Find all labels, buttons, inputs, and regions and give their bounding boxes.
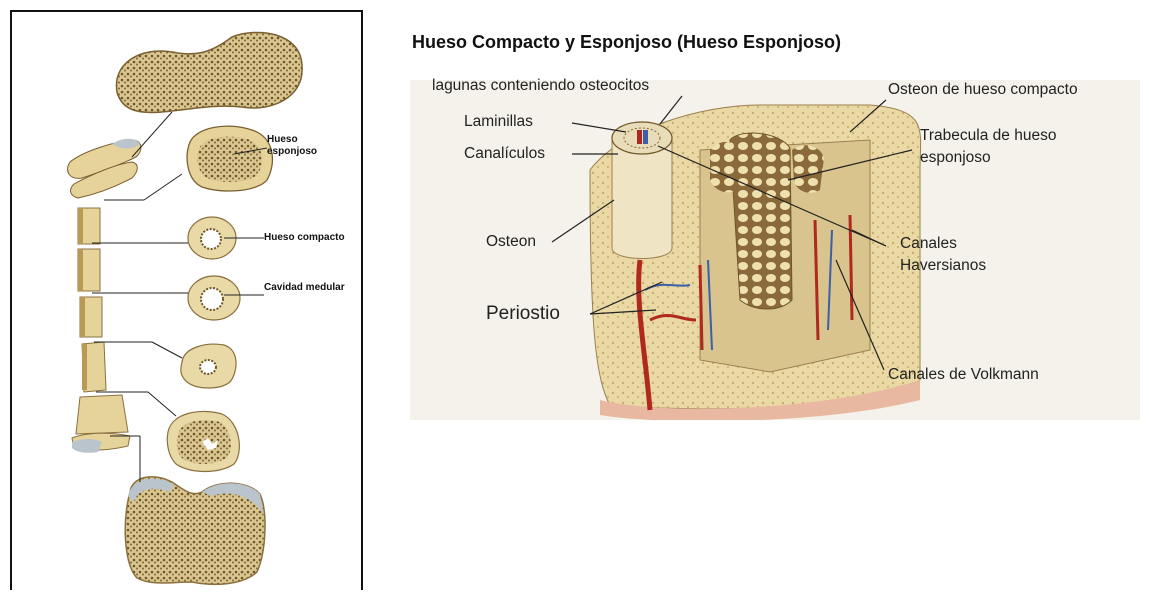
label-hueso-esponjoso-line2: esponjoso: [267, 146, 317, 158]
label-cavidad-medular: Cavidad medular: [264, 282, 345, 294]
label-canales-haversianos-line1: Canales: [900, 234, 957, 253]
label-trabecula-line2: esponjoso: [920, 148, 991, 167]
label-lagunas: lagunas conteniendo osteocitos: [432, 76, 649, 95]
label-hueso-esponjoso-line1: Hueso: [267, 134, 298, 146]
shaft-cross-section-3: [181, 344, 236, 388]
bone-structure-panel: Hueso Compacto y Esponjoso (Hueso Esponj…: [400, 20, 1149, 420]
label-canales-volkmann: Canales de Volkmann: [888, 365, 1039, 384]
femur-sections-illustration: [12, 12, 365, 592]
label-trabecula-line1: Trabecula de hueso: [920, 126, 1056, 145]
label-osteon: Osteon: [486, 232, 536, 251]
label-canales-haversianos-line2: Haversianos: [900, 256, 986, 275]
femoral-head-section: [116, 32, 302, 112]
femur-sections-panel: Hueso esponjoso Hueso compacto Cavidad m…: [10, 10, 363, 590]
label-osteon-compacto: Osteon de hueso compacto: [888, 80, 1078, 99]
label-periostio: Periostio: [486, 304, 560, 323]
label-laminillas: Laminillas: [464, 112, 533, 131]
distal-femur-piece: [76, 395, 128, 434]
shaft-cross-section-2: [188, 276, 240, 320]
label-canaliculos: Canalículos: [464, 144, 545, 163]
label-hueso-compacto: Hueso compacto: [264, 232, 345, 244]
distal-cross-section: [167, 411, 239, 471]
